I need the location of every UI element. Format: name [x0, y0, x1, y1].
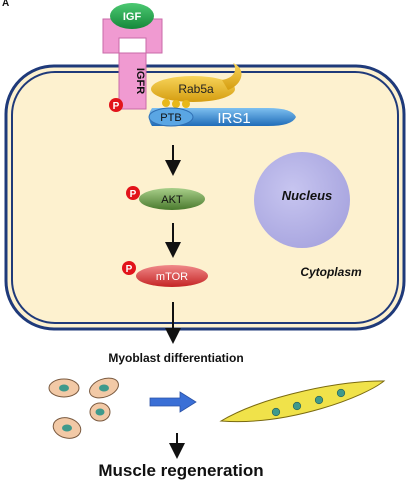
irs1-protein: PTB IRS1 [148, 107, 296, 127]
myoblast-differentiation-label: Myoblast differentiation [108, 351, 243, 365]
ptb-label: PTB [160, 112, 181, 124]
igfr-receptor: IGFR [102, 18, 163, 110]
nucleus-label: Nucleus [282, 188, 333, 203]
igfr-label: IGFR [134, 68, 146, 94]
svg-text:P: P [130, 189, 137, 200]
cell-membrane-outer [4, 64, 406, 331]
cell-membrane-inner [11, 71, 399, 324]
myotube [219, 380, 386, 423]
igf-ligand [110, 3, 154, 29]
akt-protein [139, 188, 205, 210]
svg-text:P: P [126, 264, 133, 275]
phospho-akt-icon [126, 186, 140, 200]
differentiation-arrow-icon [149, 391, 197, 413]
myoblast-cells [48, 377, 119, 439]
cytoplasm-label: Cytoplasm [300, 265, 362, 279]
mtor-label: mTOR [156, 271, 188, 283]
akt-label: AKT [161, 194, 183, 206]
rab5a-label: Rab5a [178, 82, 214, 96]
phospho-igfr-icon [109, 98, 123, 112]
igf-label: IGF [123, 11, 142, 23]
panel-letter: A [2, 0, 9, 9]
irs1-label: IRS1 [217, 110, 250, 127]
phospho-mtor-icon [122, 261, 136, 275]
muscle-regeneration-label: Muscle regeneration [98, 461, 263, 480]
nucleus [254, 152, 350, 248]
rab5a-protein: Rab5a [151, 63, 242, 108]
svg-text:P: P [113, 101, 120, 112]
mtor-protein [136, 265, 208, 287]
